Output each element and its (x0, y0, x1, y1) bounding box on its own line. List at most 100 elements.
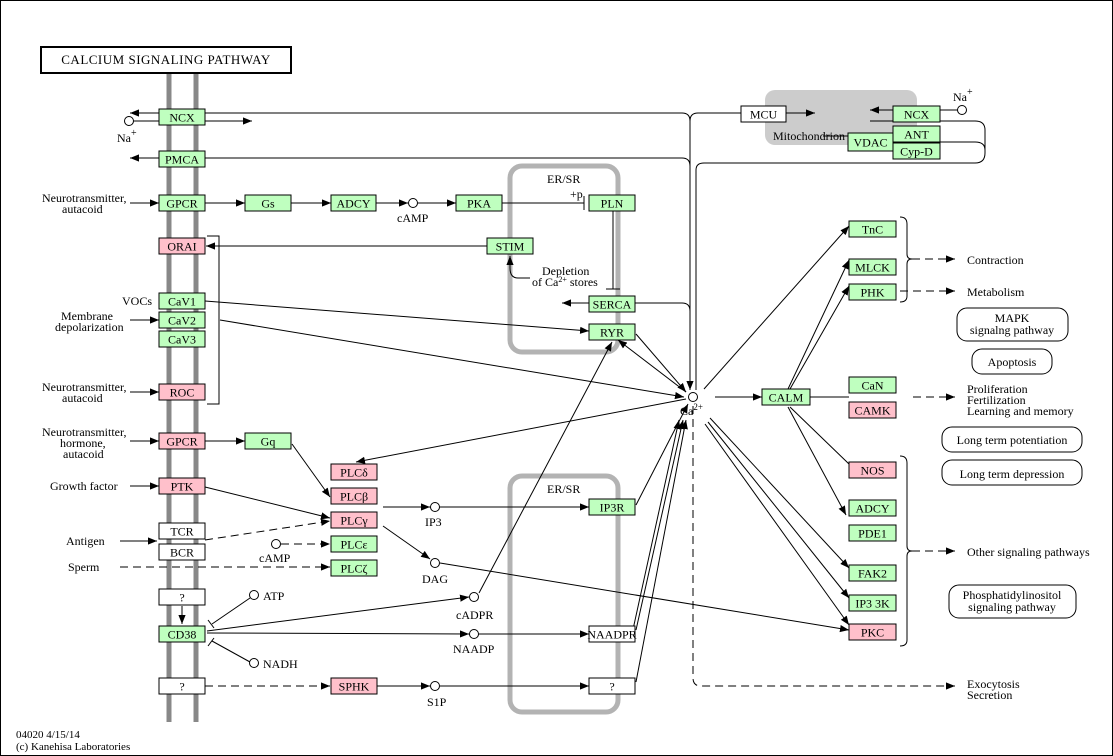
ltd-pathway-link[interactable]: Long term depression (941, 459, 1083, 486)
gene-node-box[interactable] (761, 388, 811, 406)
gene-node-plcb[interactable]: PLCβ (330, 487, 378, 505)
s1p-compound[interactable] (430, 681, 440, 691)
gene-node-box[interactable] (455, 194, 503, 212)
gene-node-plce[interactable]: PLCε (330, 535, 378, 553)
gene-node-box[interactable] (848, 623, 897, 641)
gene-node-fak2[interactable]: FAK2 (848, 564, 897, 582)
gene-node-plcd[interactable]: PLCδ (330, 463, 378, 481)
gene-node-gs[interactable]: Gs (244, 194, 292, 212)
gene-node-box[interactable] (158, 292, 206, 310)
naadp-compound[interactable] (469, 629, 479, 639)
mapk-pathway-link[interactable]: MAPK signalng pathway (956, 307, 1069, 342)
camp-compound[interactable] (408, 198, 418, 208)
gene-node-box[interactable] (158, 677, 206, 695)
gene-node-box[interactable] (244, 194, 292, 212)
gene-node-box[interactable] (158, 543, 206, 561)
gene-node-mcu[interactable]: MCU (740, 105, 787, 123)
gene-node-box[interactable] (330, 559, 378, 577)
gene-node-cav2[interactable]: CaV2 (158, 311, 206, 329)
gene-node-unk2[interactable]: ? (158, 677, 206, 695)
gene-node-box[interactable] (588, 677, 636, 695)
gene-node-cypd[interactable]: Cyp-D (892, 142, 941, 160)
gene-node-pln[interactable]: PLN (588, 194, 636, 212)
gene-node-box[interactable] (588, 295, 636, 313)
gene-node-box[interactable] (588, 323, 636, 341)
gene-node-cav1[interactable]: CaV1 (158, 292, 206, 310)
gene-node-gq[interactable]: Gq (244, 432, 292, 450)
gene-node-box[interactable] (158, 477, 206, 495)
gene-node-nos[interactable]: NOS (848, 461, 897, 479)
gene-node-naadpr[interactable]: NAADPR (587, 625, 637, 643)
gene-node-box[interactable] (244, 432, 292, 450)
gene-node-cav3[interactable]: CaV3 (158, 330, 206, 348)
apoptosis-pathway-link[interactable]: Apoptosis (971, 348, 1053, 375)
gene-node-ant[interactable]: ANT (892, 125, 941, 143)
gene-node-phk[interactable]: PHK (848, 283, 897, 301)
gene-node-box[interactable] (330, 194, 377, 212)
gene-node-can[interactable]: CaN (848, 376, 897, 394)
gene-node-box[interactable] (848, 524, 897, 542)
gene-node-box[interactable] (158, 383, 206, 401)
gene-node-box[interactable] (848, 220, 897, 238)
gene-node-unk3[interactable]: ? (588, 677, 636, 695)
gene-node-unk1[interactable]: ? (158, 588, 206, 606)
gene-node-mlck[interactable]: MLCK (848, 258, 897, 276)
gene-node-box[interactable] (486, 237, 534, 255)
gene-node-ip3r[interactable]: IP3R (588, 498, 636, 516)
gene-node-box[interactable] (892, 105, 941, 123)
gene-node-pka[interactable]: PKA (455, 194, 503, 212)
camp2-compound[interactable] (271, 539, 281, 549)
gene-node-pkc[interactable]: PKC (848, 623, 897, 641)
gene-node-box[interactable] (158, 108, 206, 126)
gene-node-box[interactable] (588, 625, 636, 643)
gene-node-box[interactable] (158, 311, 206, 329)
gene-node-box[interactable] (158, 588, 206, 606)
gene-node-box[interactable] (848, 283, 897, 301)
gene-node-box[interactable] (848, 564, 897, 582)
nadh-compound[interactable] (249, 658, 259, 668)
atp-compound[interactable] (249, 590, 259, 600)
gene-node-box[interactable] (848, 499, 897, 517)
gene-node-cd38[interactable]: CD38 (158, 625, 206, 643)
gene-node-box[interactable] (740, 105, 787, 123)
gene-node-adcy2[interactable]: ADCY (848, 499, 897, 517)
gene-node-box[interactable] (588, 194, 636, 212)
na-left-compound[interactable] (124, 116, 134, 126)
gene-node-camk[interactable]: CAMK (848, 401, 897, 419)
ltp-pathway-link[interactable]: Long term potentiation (941, 426, 1083, 453)
gene-node-vdac[interactable]: VDAC (847, 132, 894, 152)
phosphatidylinositol-pathway-link[interactable]: Phosphatidylinositol signaling pathway (948, 584, 1077, 619)
gene-node-pde1[interactable]: PDE1 (848, 524, 897, 542)
gene-node-ryr[interactable]: RYR (588, 323, 636, 341)
ip3-compound[interactable] (430, 502, 440, 512)
gene-node-plcz[interactable]: PLCζ (330, 559, 378, 577)
gene-node-stim[interactable]: STIM (486, 237, 534, 255)
gene-node-pmca[interactable]: PMCA (158, 150, 206, 168)
dag-compound[interactable] (430, 558, 440, 568)
gene-node-adcy1[interactable]: ADCY (330, 194, 377, 212)
gene-node-tcr[interactable]: TCR (158, 522, 206, 540)
gene-node-tnc[interactable]: TnC (848, 220, 897, 238)
gene-node-ip33k[interactable]: IP3 3K (848, 594, 897, 612)
gene-node-box[interactable] (848, 401, 897, 419)
gene-node-serca[interactable]: SERCA (588, 295, 636, 313)
gene-node-box[interactable] (892, 142, 941, 160)
gene-node-box[interactable] (330, 511, 378, 529)
gene-node-ncx[interactable]: NCX (158, 108, 206, 126)
gene-node-box[interactable] (330, 677, 378, 695)
gene-node-box[interactable] (848, 258, 897, 276)
ca-compound[interactable] (688, 392, 698, 402)
gene-node-orai[interactable]: ORAI (158, 237, 206, 255)
gene-node-ptk[interactable]: PTK (158, 477, 206, 495)
gene-node-roc[interactable]: ROC (158, 383, 206, 401)
gene-node-box[interactable] (330, 487, 378, 505)
gene-node-box[interactable] (588, 498, 636, 516)
gene-node-box[interactable] (330, 463, 378, 481)
gene-node-box[interactable] (158, 522, 206, 540)
gene-node-bcr[interactable]: BCR (158, 543, 206, 561)
gene-node-gpcr2[interactable]: GPCR (158, 432, 206, 450)
gene-node-plcg[interactable]: PLCγ (330, 511, 378, 529)
gene-node-box[interactable] (158, 432, 206, 450)
gene-node-box[interactable] (848, 594, 897, 612)
gene-node-box[interactable] (848, 376, 897, 394)
